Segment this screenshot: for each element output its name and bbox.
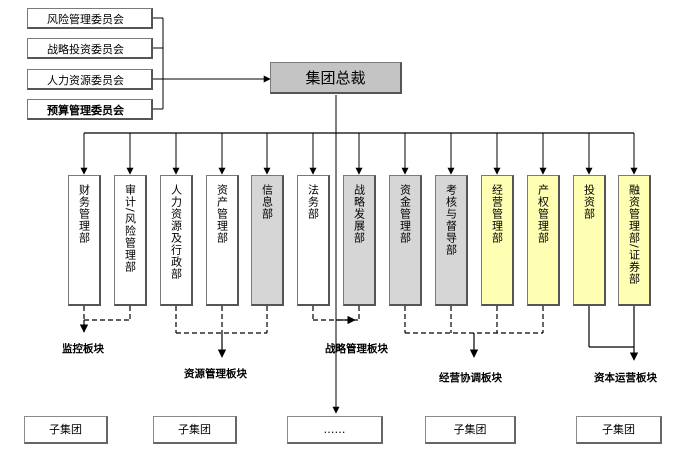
department-box: 考核与督导部 — [434, 175, 468, 306]
section-links — [79, 306, 639, 361]
section-strategy-management: 战略管理板块 — [325, 343, 388, 355]
department-label: 信息部 — [260, 184, 274, 220]
department-box: 融资管理部/证券部 — [617, 175, 651, 306]
department-box: 法务部 — [296, 175, 330, 306]
subsidiary-label: 子集团 — [49, 423, 82, 436]
committee-strategy-investment: 战略投资委员会 — [27, 38, 153, 59]
committee-risk: 风险管理委员会 — [27, 8, 153, 29]
subsidiary-box: 子集团 — [153, 416, 237, 444]
subsidiary-label: 子集团 — [602, 423, 635, 436]
committee-label: 战略投资委员会 — [47, 43, 124, 56]
department-box: 信息部 — [250, 175, 284, 306]
department-label: 资金管理部 — [398, 184, 412, 244]
subsidiary-box: 子集团 — [425, 416, 516, 444]
department-label: 考核与督导部 — [444, 184, 458, 256]
department-box: 财务管理部 — [67, 175, 101, 306]
section-monitoring: 监控板块 — [62, 343, 104, 355]
ceo-box: 集团总裁 — [270, 62, 402, 94]
section-operation-coordination: 经营协调板块 — [439, 372, 502, 384]
department-label: 法务部 — [306, 184, 320, 220]
department-label: 财务管理部 — [77, 184, 91, 244]
department-box: 资金管理部 — [388, 175, 422, 306]
department-arrows — [80, 133, 638, 175]
department-box: 资产管理部 — [205, 175, 239, 306]
subsidiary-box: 子集团 — [24, 416, 108, 444]
department-box: 产权管理部 — [526, 175, 560, 306]
department-label: 资产管理部 — [215, 184, 229, 244]
department-box: 经营管理部 — [480, 175, 514, 306]
committee-budget: 预算管理委员会 — [27, 99, 153, 120]
department-box: 审计/风险管理部 — [113, 175, 147, 306]
subsidiary-label: …… — [323, 423, 346, 436]
subsidiary-label: 子集团 — [178, 423, 211, 436]
department-label: 经营管理部 — [490, 184, 504, 244]
committee-label: 预算管理委员会 — [47, 104, 124, 117]
department-box: 人力资源及行政部 — [159, 175, 193, 306]
department-label: 产权管理部 — [536, 184, 550, 244]
committee-label: 人力资源委员会 — [47, 74, 124, 87]
department-label: 审计/风险管理部 — [123, 184, 137, 273]
subsidiary-label: 子集团 — [453, 423, 487, 436]
committee-bracket — [153, 17, 271, 110]
department-label: 人力资源及行政部 — [169, 184, 183, 280]
subsidiary-box: …… — [287, 416, 383, 444]
department-box: 战略发展部 — [342, 175, 376, 306]
committee-label: 风险管理委员会 — [47, 13, 124, 26]
department-box: 投资部 — [572, 175, 606, 306]
section-capital-operation: 资本运营板块 — [594, 372, 657, 384]
committee-hr: 人力资源委员会 — [27, 69, 153, 90]
subsidiary-box: 子集团 — [576, 416, 662, 444]
ceo-label: 集团总裁 — [305, 69, 366, 87]
department-label: 融资管理部/证券部 — [627, 184, 641, 285]
department-label: 投资部 — [582, 184, 596, 220]
section-resource-management: 资源管理板块 — [184, 368, 247, 380]
department-label: 战略发展部 — [352, 184, 366, 244]
